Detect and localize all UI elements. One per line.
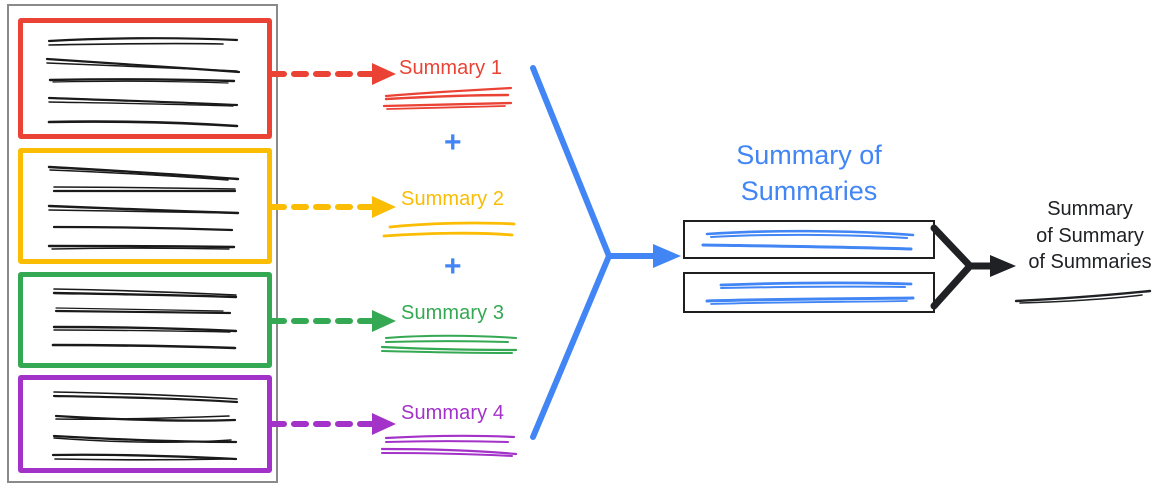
handwritten-lines-icon bbox=[45, 37, 241, 128]
final-output-text: Summary of Summary of Summaries bbox=[1015, 196, 1165, 276]
summary-of-summaries-title: Summary of Summaries bbox=[683, 138, 935, 209]
summary-of-summaries-box-2[interactable] bbox=[683, 272, 935, 313]
summary-4-lines-icon bbox=[380, 434, 518, 457]
sos-title-line-1: Summary of bbox=[736, 140, 882, 170]
summary-2-lines-icon bbox=[382, 221, 516, 238]
summary-3-label: Summary 3 bbox=[401, 302, 505, 324]
summary-of-summaries-box-1[interactable] bbox=[683, 220, 935, 259]
document-cluster-red[interactable] bbox=[18, 18, 272, 139]
converging-arrow-black bbox=[930, 224, 1016, 310]
summary-4-label: Summary 4 bbox=[401, 402, 505, 424]
converging-arrow-blue bbox=[530, 65, 681, 440]
plus-operator-2: + bbox=[444, 250, 462, 283]
dashed-arrow-green bbox=[269, 310, 396, 332]
handwritten-lines-icon bbox=[51, 288, 238, 350]
final-output-lines-icon bbox=[1014, 289, 1152, 304]
blue-lines-icon bbox=[701, 229, 915, 251]
final-text-line-3: of Summaries bbox=[1028, 251, 1152, 274]
plus-operator-1: + bbox=[444, 126, 462, 159]
sos-title-line-2: Summaries bbox=[740, 175, 878, 206]
dashed-arrow-purple bbox=[269, 413, 396, 435]
final-text-line-2: of Summary bbox=[1036, 224, 1144, 247]
final-text-line-1: Summary bbox=[1047, 198, 1133, 220]
blue-lines-icon bbox=[705, 281, 915, 305]
summary-1-label: Summary 1 bbox=[399, 57, 503, 79]
document-cluster-green[interactable] bbox=[18, 272, 272, 368]
document-cluster-purple[interactable] bbox=[18, 375, 272, 473]
handwritten-lines-icon bbox=[47, 165, 240, 250]
document-cluster-orange[interactable] bbox=[18, 148, 272, 264]
summary-2-label: Summary 2 bbox=[401, 188, 505, 210]
summary-1-lines-icon bbox=[382, 86, 513, 110]
dashed-arrow-red bbox=[269, 63, 396, 85]
summary-3-lines-icon bbox=[380, 334, 518, 354]
handwritten-lines-icon bbox=[51, 391, 239, 461]
dashed-arrow-orange bbox=[269, 196, 396, 218]
